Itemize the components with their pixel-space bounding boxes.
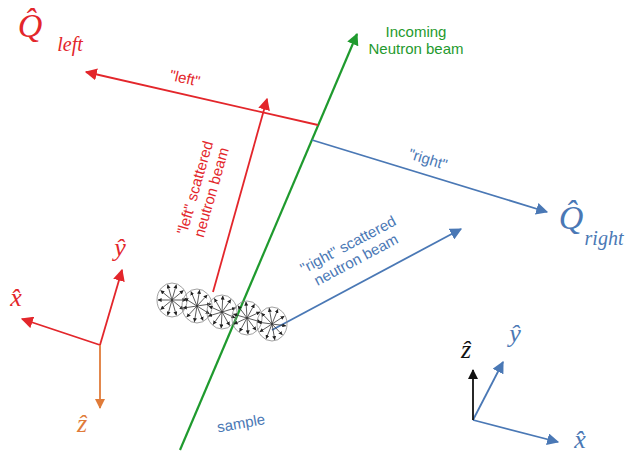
left-axes [22,270,122,408]
spin-arrow [161,300,172,309]
q-vector-symbol: Q̂ [18,6,43,45]
spin-arrow [258,322,272,324]
q-vector-subscript: left [57,33,83,56]
q-right-vector [312,140,547,212]
sample-label: sample [216,410,267,435]
spin-arrow [208,312,222,316]
axis-label: ŷ [509,319,521,349]
spin-arrow [269,308,272,324]
spin-arrow [272,324,286,326]
q-vector-symbol: Q̂ [559,198,584,237]
q-left-vector [86,72,318,125]
spin-arrow [272,316,284,324]
direction-label: "left" [168,66,202,90]
spin-arrow [246,302,248,318]
spin-arrow [197,306,203,320]
spin-arrow [172,300,176,315]
spin-arrow [247,318,256,330]
spin-arrow [158,300,172,301]
spin-arrow [183,306,197,308]
beam-label: Incoming Neutron beam [366,23,466,58]
incoming-beam [180,34,357,450]
axis-label: ẑ [77,409,87,439]
q-vector-subscript: right [585,227,624,250]
spin-arrow [234,318,247,324]
spin-arrow [191,292,197,306]
axis-label: ŷ [114,233,126,263]
spin-arrow [168,285,172,300]
spin-arrow [260,324,272,332]
spin-arrow [238,306,247,318]
spin-arrow [222,312,235,318]
helix-turn [257,307,287,341]
spin-arrow [222,296,224,312]
axis-label: x̂ [10,283,22,313]
spin-arrow [214,299,222,312]
beam-label: "left" scattered neutron beam [170,127,237,254]
right-axes [473,362,558,442]
spin-arrow [172,300,186,301]
direction-label: "right" [406,145,449,173]
spin-arrow [172,291,183,300]
left-scattered-beam [213,99,267,292]
helical-spin-sample [157,283,287,341]
spin-arrow [272,324,275,340]
beam-label: "right" scattered neutron beam [286,206,419,298]
axis-label: ẑ [461,335,471,365]
axis-label: x̂ [574,425,586,455]
spin-arrow [221,312,223,328]
spin-arrow [247,318,249,334]
